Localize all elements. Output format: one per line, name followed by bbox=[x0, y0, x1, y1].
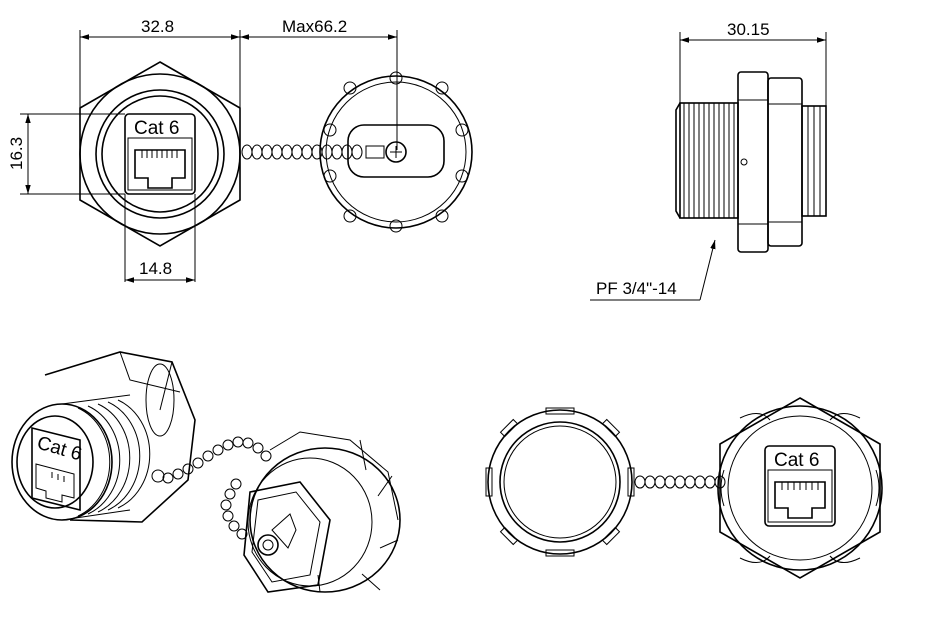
front-view: Cat 6 bbox=[79, 61, 241, 247]
iso-chain bbox=[162, 436, 272, 540]
dim-jack-width: 14.8 bbox=[139, 259, 172, 278]
front-dimensions: 32.8 Max66.2 16.3 14.8 bbox=[7, 17, 398, 283]
side-dimensions: 30.15 PF 3/4"-14 bbox=[590, 20, 827, 301]
rear-body: Cat 6 bbox=[717, 397, 883, 579]
front-cap bbox=[319, 71, 473, 233]
isometric-view: Cat 6 bbox=[11, 351, 196, 523]
dim-jack-height: 16.3 bbox=[7, 137, 26, 170]
dim-body-width: 32.8 bbox=[141, 17, 174, 36]
dim-thread: PF 3/4"-14 bbox=[596, 279, 677, 298]
side-view bbox=[675, 71, 827, 253]
dim-max-length: Max66.2 bbox=[282, 17, 347, 36]
front-jack-label: Cat 6 bbox=[134, 118, 179, 139]
rear-chain bbox=[634, 475, 726, 489]
dim-side-width: 30.15 bbox=[727, 20, 770, 39]
rear-cap bbox=[485, 407, 635, 557]
front-chain bbox=[241, 144, 363, 160]
iso-cap bbox=[243, 431, 401, 593]
bottom-jack-label: Cat 6 bbox=[774, 450, 819, 471]
